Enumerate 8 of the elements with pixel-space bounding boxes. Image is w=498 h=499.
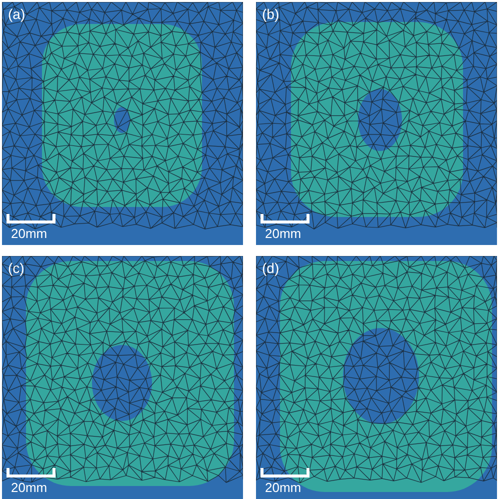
scale-label: 20mm (265, 480, 302, 495)
panel-label: (c) (8, 260, 24, 276)
scale-label: 20mm (11, 226, 48, 241)
scale-label: 20mm (11, 480, 48, 495)
panel-label: (a) (8, 6, 26, 22)
scale-label: 20mm (265, 226, 302, 241)
panel-label: (b) (262, 6, 280, 22)
panel-label: (d) (262, 260, 280, 276)
